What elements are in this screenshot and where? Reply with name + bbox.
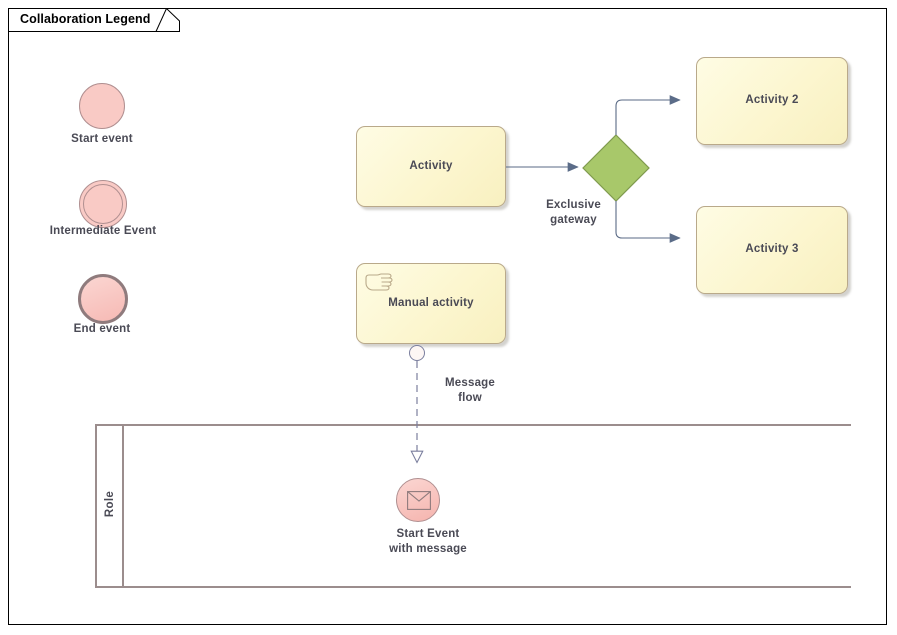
- gateway-label: Exclusive gateway: [546, 199, 601, 226]
- legend-end-event-label: End event: [73, 323, 131, 335]
- legend-intermediate-event-label: Intermediate Event: [49, 225, 157, 237]
- manual-activity-node[interactable]: Manual activity: [356, 263, 506, 344]
- legend-end-event-icon: [78, 274, 128, 324]
- envelope-icon: [407, 491, 431, 510]
- pool-role: Role: [95, 424, 851, 588]
- lane-label: Role: [104, 490, 116, 518]
- activity-3-label: Activity 3: [745, 243, 799, 255]
- manual-activity-label: Manual activity: [388, 297, 474, 309]
- legend-start-event-label: Start event: [71, 133, 133, 145]
- activity-2-label: Activity 2: [745, 94, 799, 106]
- diagram-title-tab[interactable]: Collaboration Legend: [8, 8, 180, 32]
- title-tab-shape: [8, 8, 180, 32]
- message-flow-label: Message flow: [445, 377, 495, 404]
- message-start-event-icon: [396, 478, 440, 522]
- hand-icon: [365, 273, 393, 291]
- activity-label: Activity: [409, 160, 453, 172]
- message-flow-source-dot: [409, 345, 425, 361]
- page-title: Collaboration Legend: [20, 12, 151, 26]
- legend-start-event-icon: [79, 83, 125, 129]
- activity-node[interactable]: Activity: [356, 126, 506, 207]
- activity-2-node[interactable]: Activity 2: [696, 57, 848, 145]
- lane-header: Role: [97, 426, 124, 586]
- activity-3-node[interactable]: Activity 3: [696, 206, 848, 294]
- legend-intermediate-event-icon: [79, 180, 127, 228]
- message-start-event-label: Start Event with message: [389, 528, 467, 555]
